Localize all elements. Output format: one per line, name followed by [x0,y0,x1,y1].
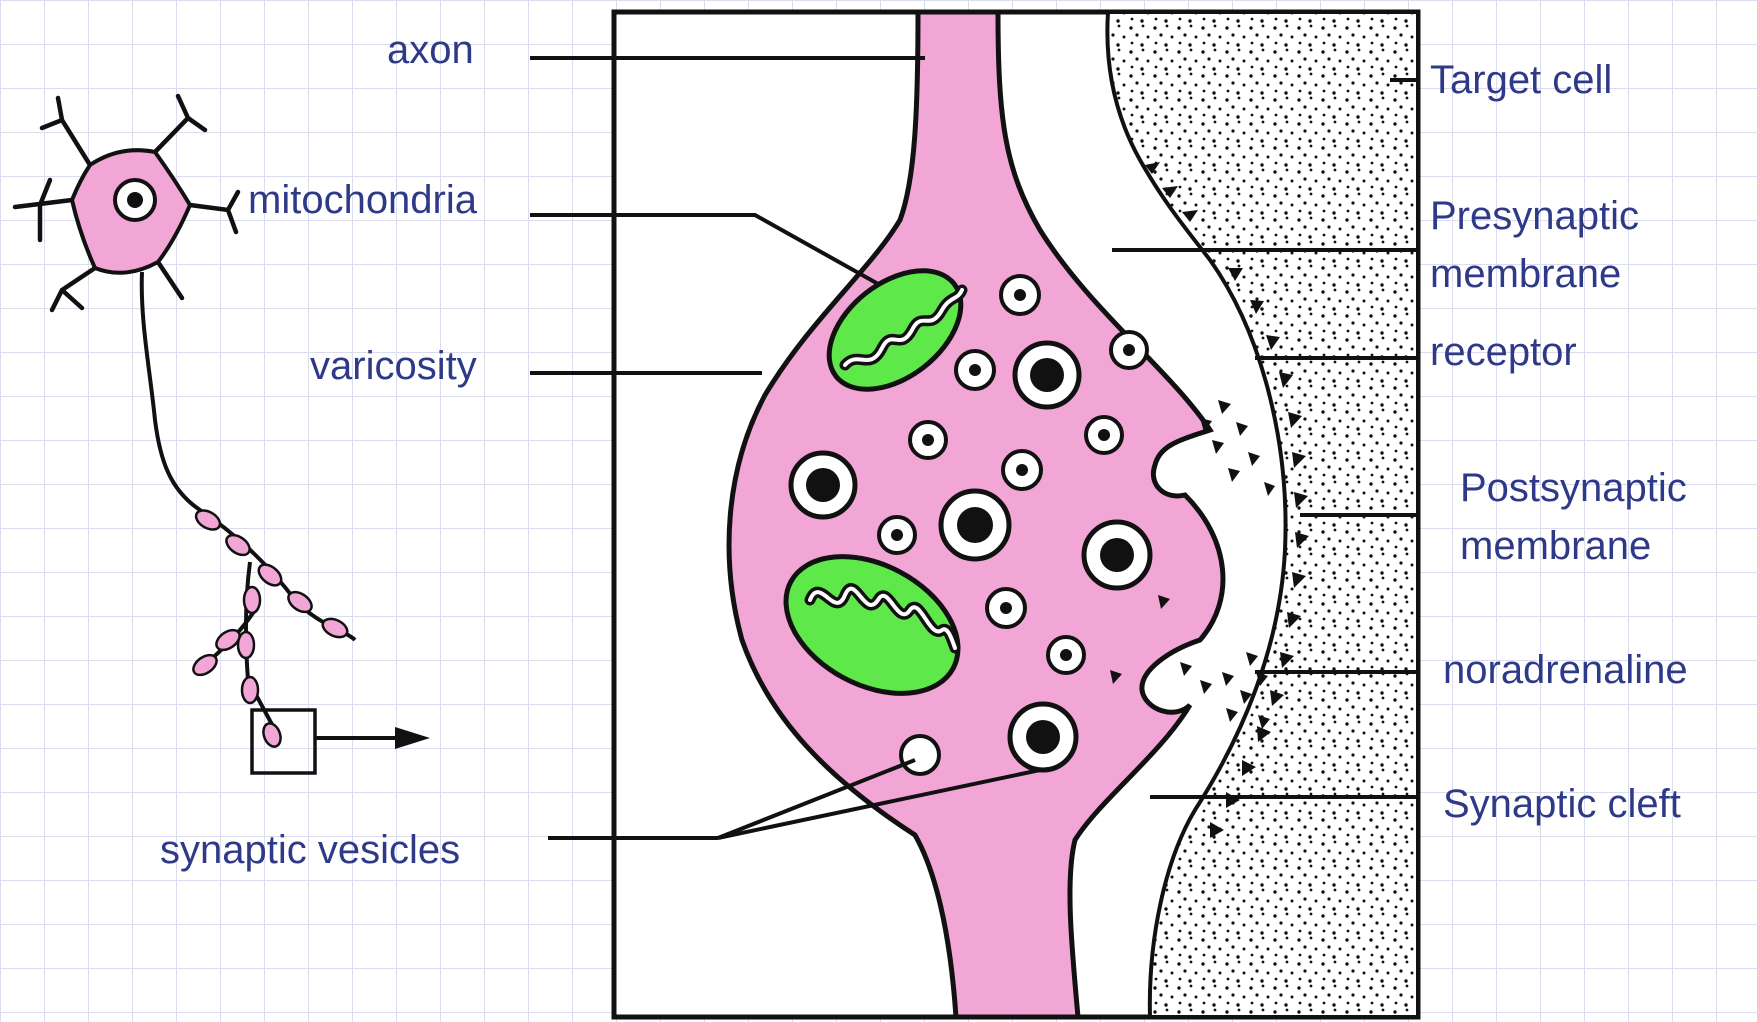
label-varicosity: varicosity [310,342,477,390]
label-axon: axon [387,26,474,74]
label-postsynaptic-line1: Postsynaptic [1460,464,1687,512]
label-synaptic-cleft: Synaptic cleft [1443,780,1681,828]
label-postsynaptic-line2: membrane [1460,522,1651,570]
synapse-frame [614,12,1418,1017]
label-presynaptic-line2: membrane [1430,250,1621,298]
label-presynaptic-line1: Presynaptic [1430,192,1639,240]
label-noradrenaline: noradrenaline [1443,646,1688,694]
label-receptor: receptor [1430,328,1577,376]
label-synaptic-vesicles: synaptic vesicles [160,826,460,874]
label-target-cell: Target cell [1430,56,1612,104]
label-mitochondria: mitochondria [248,176,477,224]
